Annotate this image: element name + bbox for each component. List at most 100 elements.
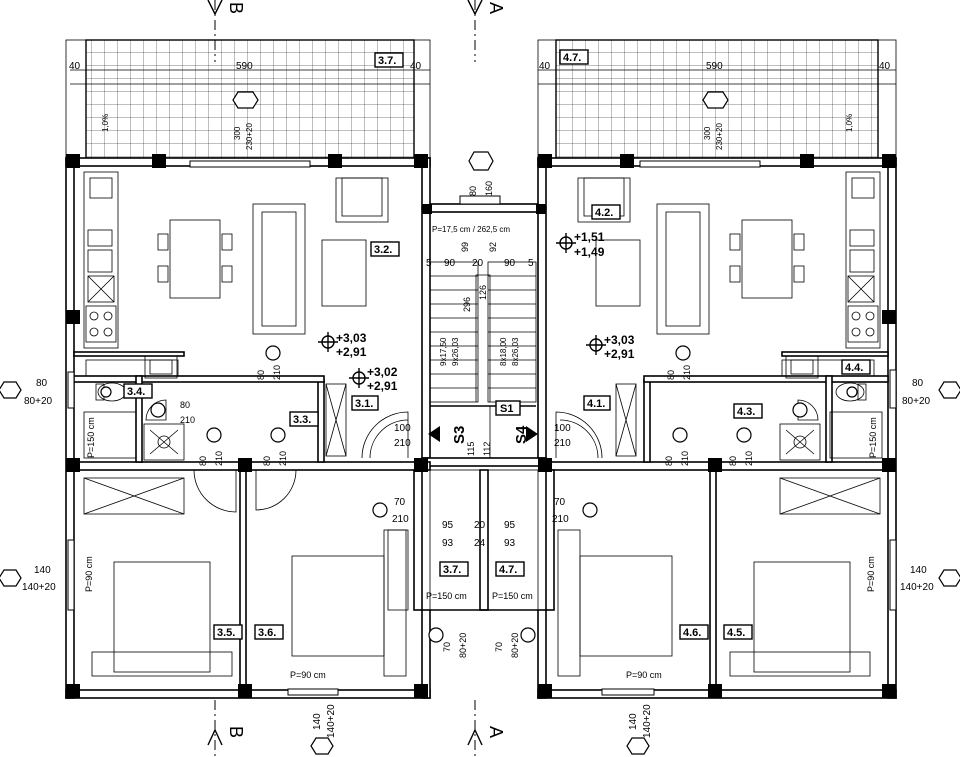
dim-93-left: 93 (442, 538, 454, 549)
room-tag-4-2: 4.2. (595, 207, 613, 219)
dim-100-right: 100 (554, 423, 571, 434)
door-210-bed2-left: 210 (278, 451, 288, 466)
room-tag-4-5: 4.5. (727, 627, 745, 639)
level-markers (318, 233, 606, 388)
columns (66, 154, 896, 698)
dim-210-door-right: 210 (554, 438, 571, 449)
room-tag-3-4: 3.4. (127, 386, 145, 398)
dim-140-window-left: 140 (34, 565, 51, 576)
dim-80-window-left: 80 (36, 378, 48, 389)
dim-300-left: 300 (233, 126, 242, 140)
stair-run-l2: 9x26,03 (451, 337, 460, 366)
dim-140-bottom-left: 140 (312, 713, 323, 730)
door-210-living-left: 210 (272, 365, 282, 380)
storage-left (325, 383, 409, 459)
room-tag-4-6: 4.6. (683, 627, 701, 639)
section-marker-a-top: A (467, 0, 506, 62)
level-151: +1,51 (574, 230, 605, 244)
bathroom-right (779, 355, 883, 461)
elevation-markers (0, 91, 960, 755)
dim-70-left: 70 (394, 497, 406, 508)
dim-14020-window-left: 140+20 (22, 582, 56, 593)
dimension-labels: 40 590 40 40 590 40 300 230+20 300 230+2… (22, 61, 934, 738)
dim-115: 115 (466, 442, 476, 456)
room-tag-4-4: 4.4. (845, 362, 863, 374)
dim-5-left: 5 (426, 258, 432, 269)
room-tag-3-2: 3.2. (374, 244, 392, 256)
level-303-right: +3,03 (604, 333, 635, 347)
sofa-right (656, 203, 710, 335)
room-tag-3-6: 3.6. (258, 627, 276, 639)
dim-140-window-right: 140 (910, 565, 927, 576)
door-210-bed-right: 210 (680, 451, 690, 466)
section-tag-s3: S3 (451, 426, 468, 444)
section-label-b: B (226, 2, 246, 14)
windows (67, 160, 897, 696)
room-tag-3-1: 3.1. (355, 398, 373, 410)
section-label-a: A (486, 726, 506, 738)
dim-210-door-left: 210 (394, 438, 411, 449)
dim-590-right: 590 (706, 61, 723, 72)
stair-slope-label: P=17,5 cm / 262,5 cm (432, 225, 510, 234)
dim-230-right: 230+20 (715, 123, 724, 150)
door-80-bed2-left: 80 (262, 456, 272, 466)
dim-210-storage-right: 210 (552, 514, 569, 525)
dim-80-window-right: 80 (912, 378, 924, 389)
room-tag-4-1: 4.1. (587, 398, 605, 410)
dim-40-rl: 40 (539, 61, 551, 72)
dim-40-tl: 40 (69, 61, 81, 72)
stair-run-r2: 8x26,03 (511, 337, 520, 366)
section-label-b: B (226, 726, 246, 738)
door-210-bed2-right: 210 (744, 451, 754, 466)
dim-40-tr: 40 (410, 61, 422, 72)
level-291-left: +2,91 (336, 345, 367, 359)
section-marker-b-bottom: B (207, 700, 246, 757)
dim-95-right: 95 (504, 520, 516, 531)
dim-14020-bottom-right: 140+20 (642, 704, 653, 738)
staircase (429, 261, 537, 407)
level-302: +3,02 (367, 365, 398, 379)
stair-section-arrows (428, 406, 538, 458)
dim-112: 112 (482, 442, 492, 456)
dim-14020-window-right: 140+20 (900, 582, 934, 593)
dim-80-stair: 80 (468, 186, 478, 196)
slope-right: 1,0% (845, 114, 854, 132)
dining-table-right (729, 219, 805, 299)
dim-8020-low-left: 80+20 (458, 633, 468, 658)
dim-93-right: 93 (504, 538, 516, 549)
door-80-bed-right: 80 (664, 456, 674, 466)
dim-210-storage-left: 210 (392, 514, 409, 525)
dim-14020-bottom-left: 140+20 (326, 704, 337, 738)
bathroom-left (83, 355, 185, 461)
dim-590-left: 590 (236, 61, 253, 72)
door-80-bath-left: 80 (180, 400, 190, 410)
bath-p150-left: P=150 cm (86, 417, 96, 458)
room-tag-3-7-terrace: 3.7. (378, 55, 396, 67)
dim-140-bottom-right: 140 (628, 713, 639, 730)
stair-run-l1: 9x17,50 (439, 337, 448, 366)
room-tag-4-7-storage: 4.7. (499, 564, 517, 576)
room-tag-4-7-terrace: 4.7. (563, 52, 581, 64)
dim-8020-window-right: 80+20 (902, 396, 931, 407)
building-walls (65, 157, 897, 699)
room-tag-3-5: 3.5. (217, 627, 235, 639)
dim-70-low-right: 70 (494, 642, 504, 652)
room-tag-s1: S1 (500, 403, 513, 415)
door-210-bath-left: 210 (180, 415, 195, 425)
level-149: +1,49 (574, 245, 605, 259)
slope-left: 1,0% (101, 114, 110, 132)
door-210-living-right: 210 (682, 365, 692, 380)
stair-run-r1: 8x18,00 (499, 337, 508, 366)
bed-p90-left: P=90 cm (290, 670, 326, 680)
level-303-left: +3,03 (336, 331, 367, 345)
dim-5-right: 5 (528, 258, 534, 269)
storage-right (555, 383, 637, 459)
wardrobe-p90-left: P=90 cm (84, 556, 94, 592)
storage-cells (387, 469, 539, 611)
kitchen-right (845, 171, 881, 349)
level-labels: +3,03 +2,91 +3,02 +2,91 +1,51 +1,49 +3,0… (336, 230, 635, 393)
dim-70-right: 70 (554, 497, 566, 508)
room-tag-4-3: 4.3. (737, 406, 755, 418)
dim-20-mid: 20 (474, 520, 486, 531)
